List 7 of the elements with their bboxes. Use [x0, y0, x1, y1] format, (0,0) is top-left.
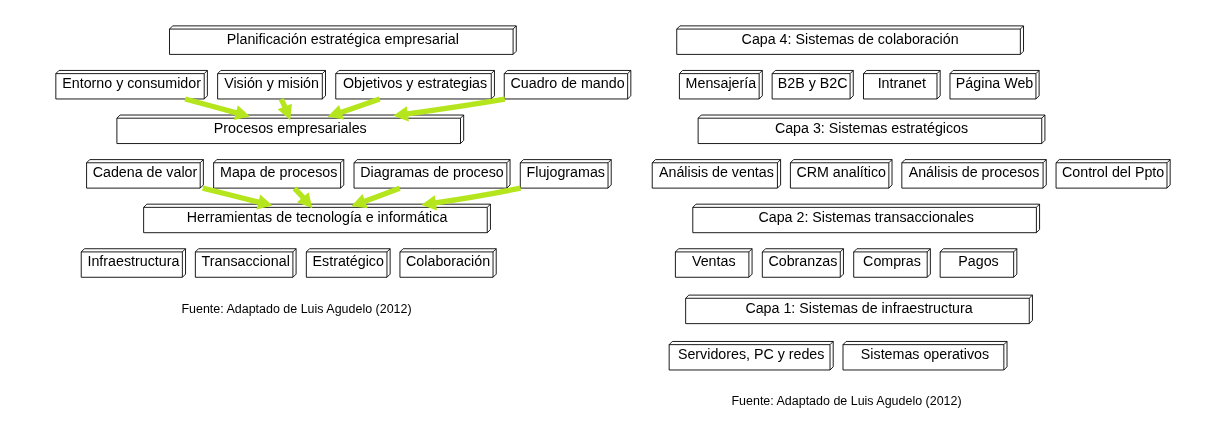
label: Fuente: Adaptado de Luis Agudelo (2012): [730, 394, 962, 409]
arrow: [392, 96, 505, 122]
arrow: [183, 96, 250, 121]
arrow: [420, 185, 523, 211]
label: Fuente: Adaptado de Luis Agudelo (2012): [180, 301, 412, 316]
arrow: [327, 96, 381, 120]
arrow: [350, 185, 401, 209]
